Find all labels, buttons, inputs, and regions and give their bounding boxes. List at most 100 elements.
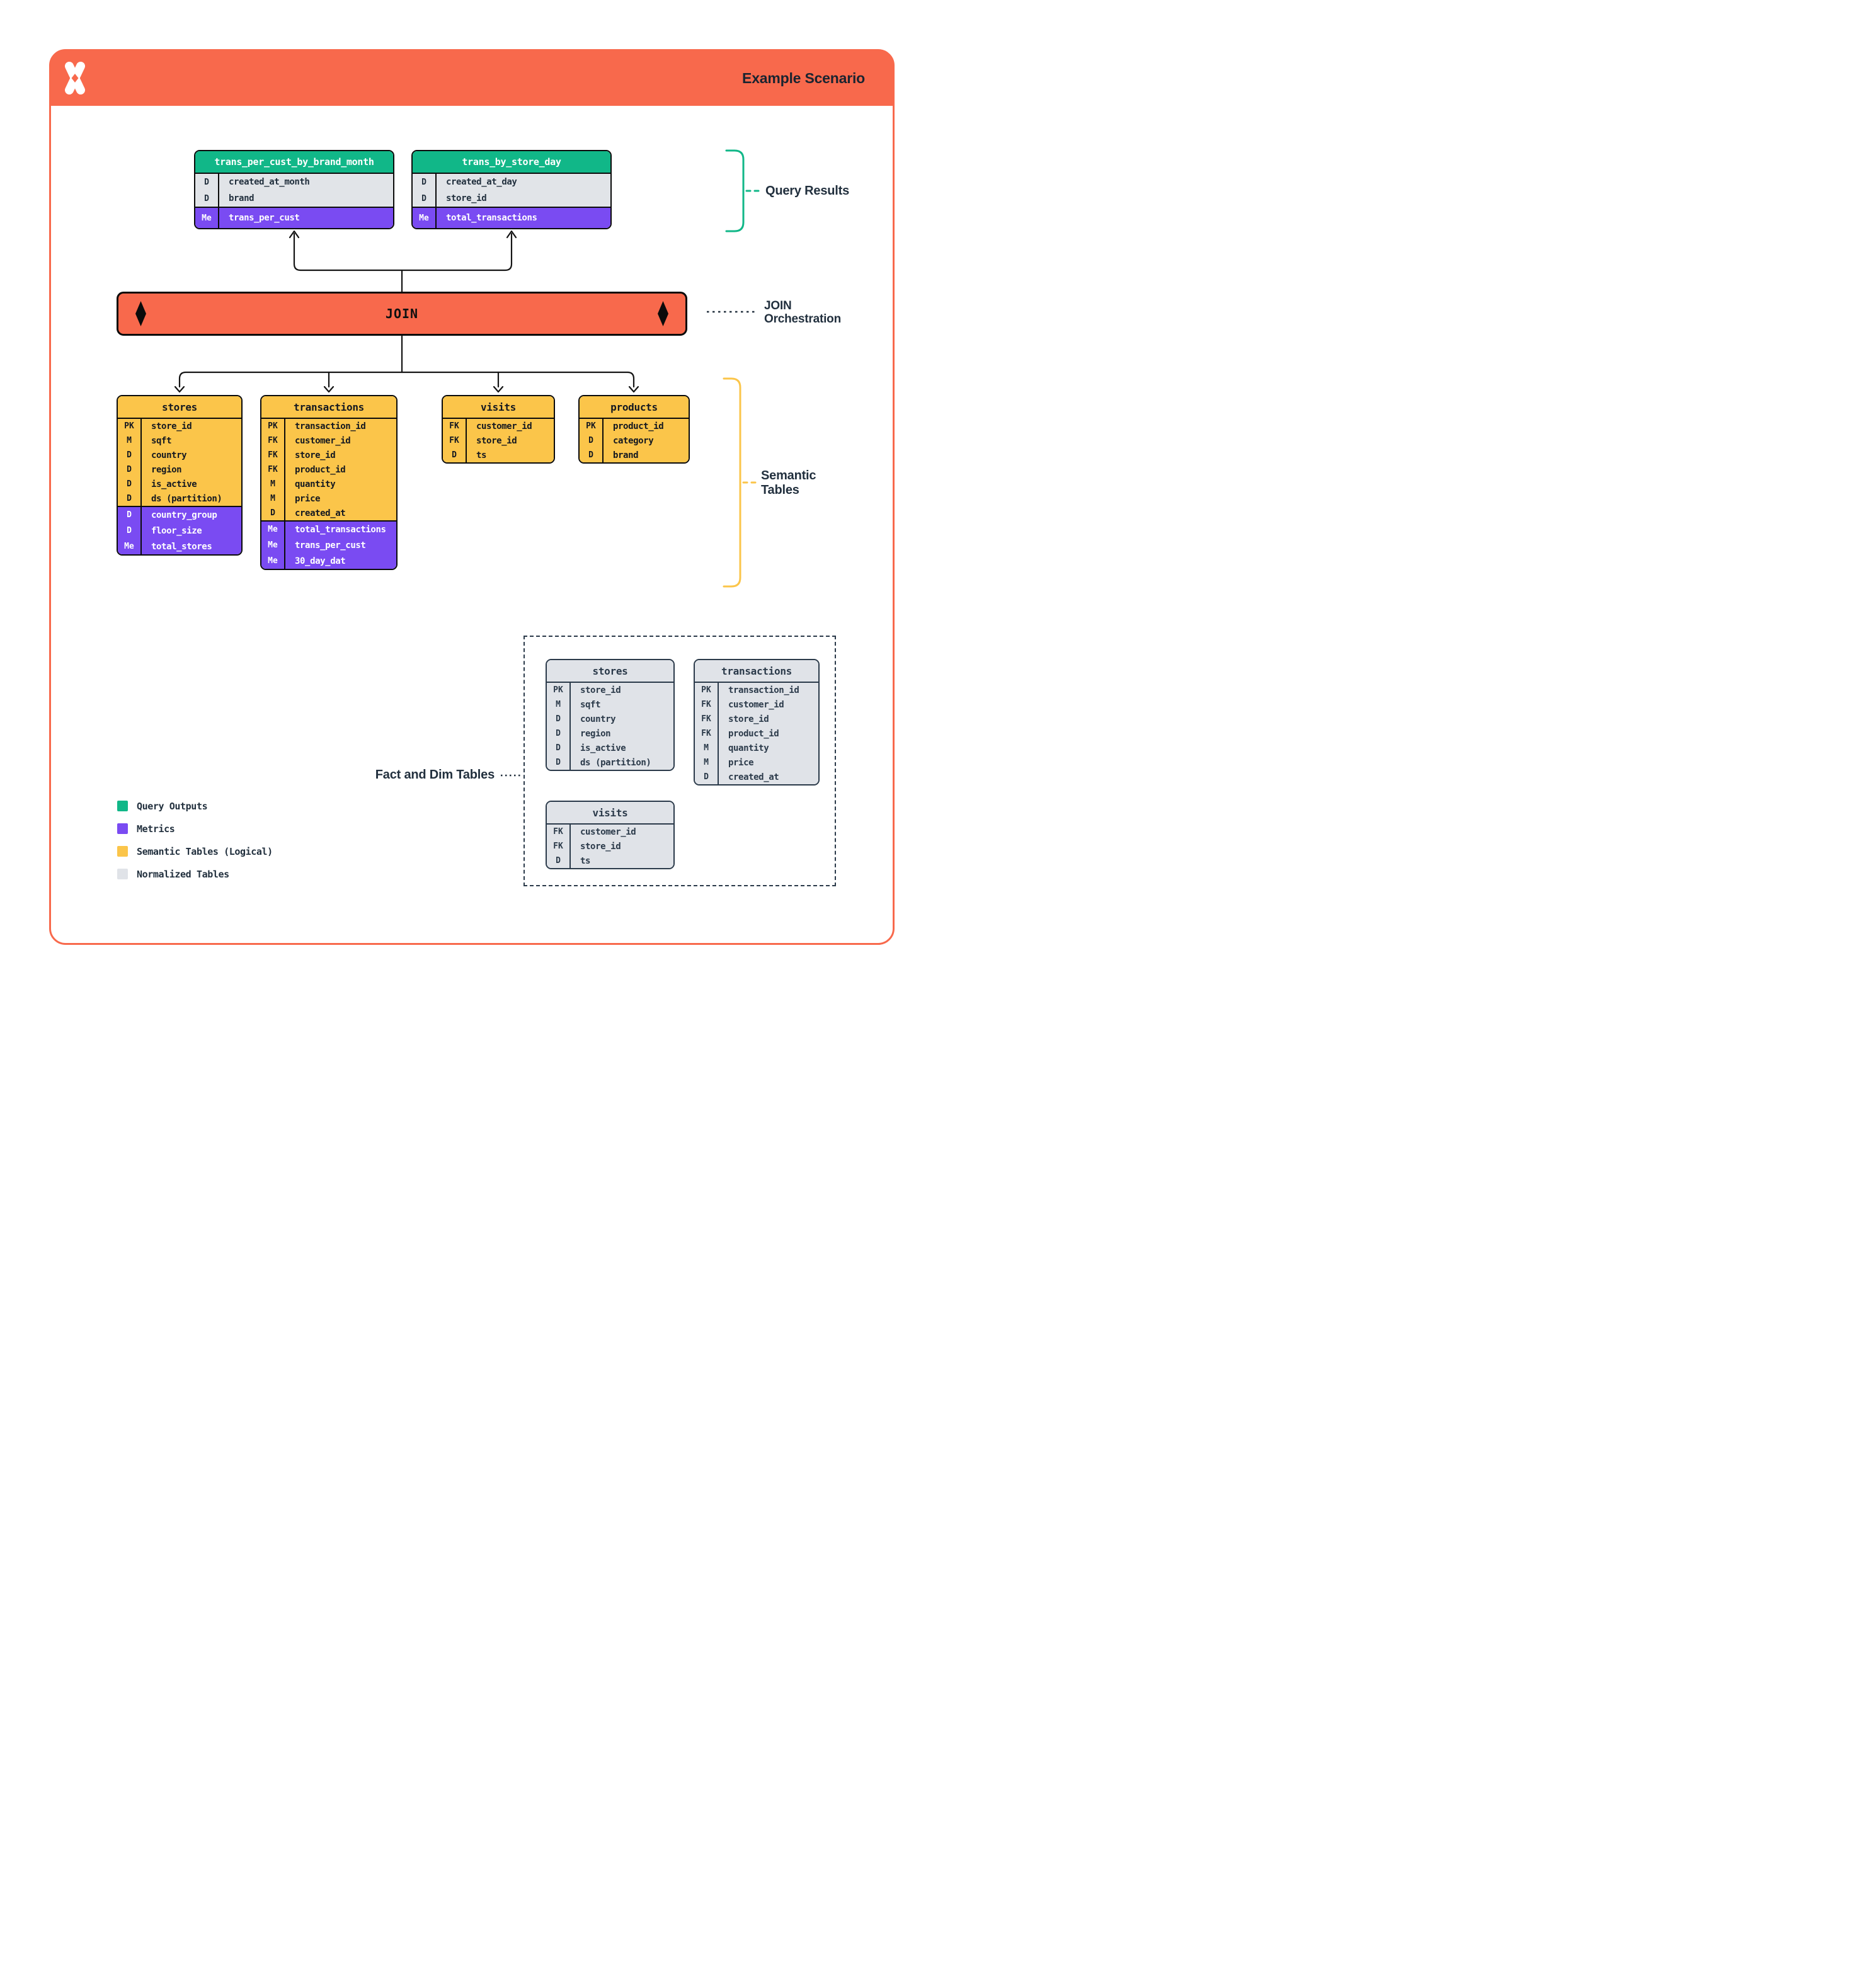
scenario-card: Example Scenario xyxy=(49,49,895,945)
join-orchestration-label-line2: Orchestration xyxy=(764,312,841,326)
semantic-table-stores: stores PK store_id M sqft D coun xyxy=(117,395,243,556)
field-type-key: FK xyxy=(695,726,719,741)
field-type-key: D xyxy=(580,433,604,448)
legend-color-swatch xyxy=(117,869,128,879)
field-row: D created_at xyxy=(695,770,818,784)
field-row: D brand xyxy=(580,448,689,462)
field-row: PK store_id xyxy=(547,683,673,697)
legend-item: Semantic Tables (Logical) xyxy=(117,843,273,859)
legend-item: Query Outputs xyxy=(117,798,273,814)
semantic-tables-label-line2: Tables xyxy=(761,483,799,497)
field-name: created_at_month xyxy=(229,177,310,187)
down-arrowhead-transactions xyxy=(323,386,335,393)
field-row: D country xyxy=(547,712,673,726)
field-name: region xyxy=(151,464,182,475)
field-row: D ts xyxy=(443,448,554,462)
semantic-table-products: products PK product_id D category D xyxy=(578,395,690,464)
field-name: trans_per_cust xyxy=(229,213,300,223)
field-row: D ds (partition) xyxy=(547,755,673,770)
metric-row: Me total_transactions xyxy=(413,208,610,228)
field-row: PK product_id xyxy=(580,419,689,433)
field-type-key: FK xyxy=(547,839,571,854)
normalized-table-stores: stores PK store_id M sqft D coun xyxy=(546,659,675,771)
table-title: visits xyxy=(443,396,554,419)
field-row: D region xyxy=(547,726,673,741)
field-name: price xyxy=(728,757,754,768)
field-name: is_active xyxy=(580,743,626,753)
field-type-key: D xyxy=(547,741,571,755)
field-type-key: D xyxy=(413,190,437,207)
field-row: D ts xyxy=(547,854,673,868)
query-table-trans-per-cust-by-brand-month: trans_per_cust_by_brand_month D created_… xyxy=(194,150,394,229)
field-name: ds (partition) xyxy=(580,757,651,768)
up-arrowhead-left xyxy=(289,230,300,239)
field-rows: FK customer_id FK store_id D ts xyxy=(443,419,554,462)
field-row: D created_at_day xyxy=(413,174,610,190)
field-rows: FK customer_id FK store_id D ts xyxy=(547,825,673,868)
field-name: total_transactions xyxy=(446,213,537,223)
table-title: products xyxy=(580,396,689,419)
field-name: trans_per_cust xyxy=(295,540,366,551)
field-name: created_at xyxy=(728,772,779,782)
field-name: ds (partition) xyxy=(151,493,222,504)
field-type-key: D xyxy=(413,174,437,190)
field-name: country xyxy=(151,450,187,460)
header-bar: Example Scenario xyxy=(50,50,893,106)
field-type-key: FK xyxy=(261,448,285,462)
field-row: D is_active xyxy=(118,477,241,491)
field-name: floor_size xyxy=(151,525,202,536)
field-rows: PK store_id M sqft D country D xyxy=(547,683,673,770)
field-rows: PK transaction_id FK customer_id FK stor… xyxy=(261,419,396,520)
field-row: FK store_id xyxy=(443,433,554,448)
field-name: store_id xyxy=(151,421,192,431)
field-name: store_id xyxy=(580,685,621,695)
field-name: sqft xyxy=(580,699,601,710)
table-title: trans_by_store_day xyxy=(413,151,610,174)
field-row: FK customer_id xyxy=(261,433,396,448)
field-type-key: M xyxy=(118,433,142,448)
fact-dim-tables-box xyxy=(524,636,836,886)
query-table-trans-by-store-day: trans_by_store_day D created_at_day D st… xyxy=(411,150,612,229)
field-row: M sqft xyxy=(118,433,241,448)
query-results-bracket xyxy=(725,149,764,232)
field-type-key: D xyxy=(195,174,219,190)
field-name: brand xyxy=(613,450,639,460)
metric-rows: Me total_transactions Me trans_per_cust … xyxy=(261,520,396,569)
field-type-key: Me xyxy=(261,537,285,553)
field-type-key: PK xyxy=(580,419,604,433)
field-type-key: M xyxy=(261,491,285,506)
page-title: Example Scenario xyxy=(742,69,865,86)
field-row: FK product_id xyxy=(261,462,396,477)
join-label: JOIN xyxy=(385,306,419,321)
normalized-table-visits: visits FK customer_id FK store_id D xyxy=(546,801,675,869)
field-name: category xyxy=(613,435,654,446)
table-title: stores xyxy=(118,396,241,419)
table-title: transactions xyxy=(695,660,818,683)
join-orchestration-bar: JOIN xyxy=(117,292,687,336)
field-type-key: D xyxy=(443,448,467,462)
field-name: ts xyxy=(580,855,591,866)
field-type-key: FK xyxy=(695,712,719,726)
field-name: product_id xyxy=(295,464,346,475)
down-arrowhead-stores xyxy=(174,386,185,393)
field-type-key: D xyxy=(118,523,142,539)
field-name: price xyxy=(295,493,321,504)
metric-rows: Me trans_per_cust xyxy=(195,207,393,228)
field-name: customer_id xyxy=(295,435,351,446)
field-type-key: FK xyxy=(443,419,467,433)
field-rows: PK store_id M sqft D country D xyxy=(118,419,241,506)
diamond-icon xyxy=(135,301,146,326)
field-rows: PK product_id D category D brand xyxy=(580,419,689,462)
field-rows: PK transaction_id FK customer_id FK stor… xyxy=(695,683,818,784)
field-type-key: D xyxy=(580,448,604,462)
field-row: PK transaction_id xyxy=(261,419,396,433)
semantic-tables-label-line1: Semantic xyxy=(761,469,816,483)
table-title: stores xyxy=(547,660,673,683)
field-name: customer_id xyxy=(728,699,784,710)
field-row: FK store_id xyxy=(695,712,818,726)
metric-row: D floor_size xyxy=(118,523,241,539)
field-row: FK store_id xyxy=(547,839,673,854)
field-type-key: D xyxy=(261,506,285,520)
semantic-tables-label: Semantic Tables xyxy=(761,469,816,498)
field-name: quantity xyxy=(728,743,769,753)
